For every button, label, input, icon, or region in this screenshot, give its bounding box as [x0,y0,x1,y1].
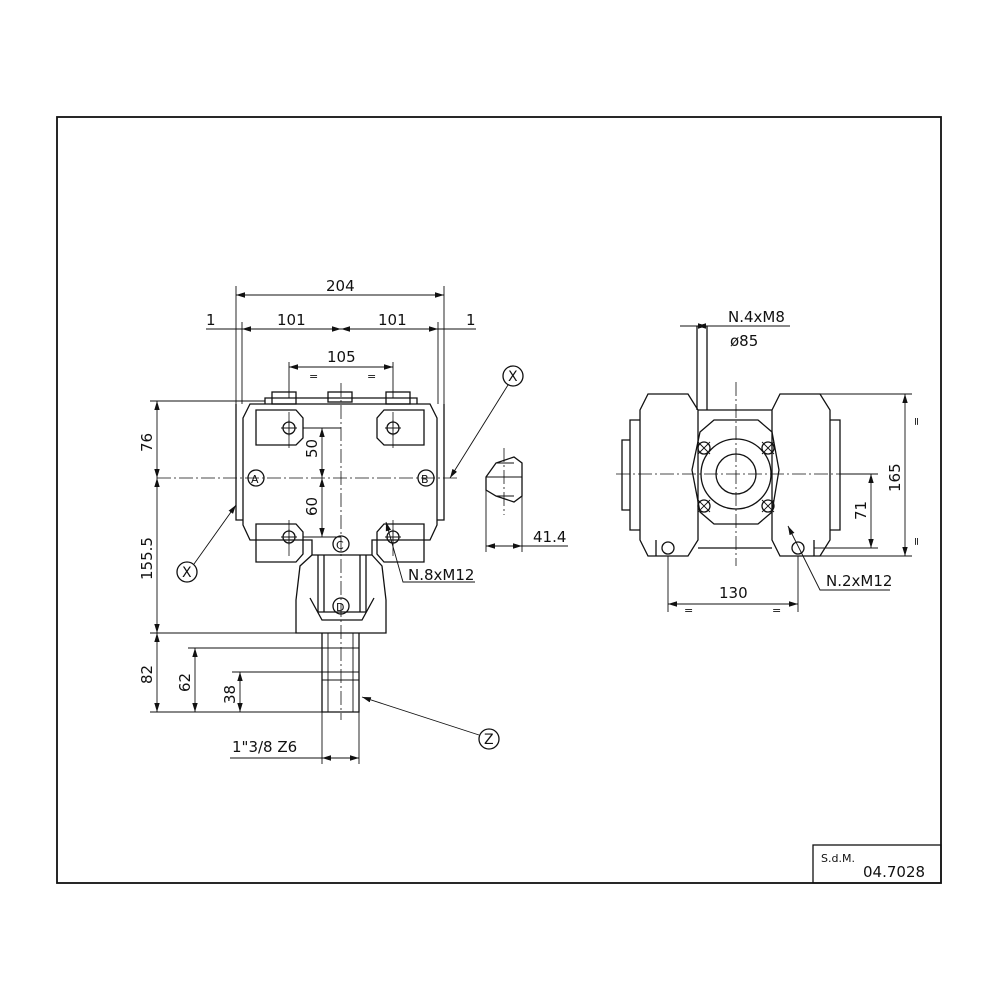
flange-diameter: ø85 [730,332,758,350]
dim-hole-upper: 50 [303,439,321,458]
equal-mark-left: = [309,370,318,383]
dim-shaft-38: 38 [221,685,239,704]
point-c-label: C [336,539,344,552]
drawing-number: 04.7028 [863,863,925,881]
equal-mark-right: = [367,370,376,383]
dim-shaft-62: 62 [176,673,194,692]
title-block: S.d.M. 04.7028 [812,844,942,884]
flange [691,419,780,525]
front-view: A B C D 204 101 101 1 1 105 = = 76 155.5 [138,277,568,764]
dim-upper-height: 76 [138,433,156,452]
dim-shaft-82: 82 [138,665,156,684]
drawing-border [56,116,942,884]
dim-hex-width: 41.4 [533,528,566,546]
side-equal-top: = [910,417,923,426]
dim-offset-left: 1 [206,311,216,329]
foot-holes-note: N.2xM12 [826,572,892,590]
dim-base-130: 130 [719,584,748,602]
flange-holes-note: N.4xM8 [728,308,785,326]
dim-overall-width: 204 [326,277,355,295]
dim-half-left: 101 [277,311,306,329]
callout-x-upper: X [508,369,518,385]
dim-offset-right: 1 [466,311,476,329]
dim-height-71: 71 [852,501,870,520]
dim-hole-lower: 60 [303,497,321,516]
dim-height-165: 165 [886,463,904,492]
callout-z: Z [484,732,494,748]
side-view: N.4xM8 ø85 165 = = 71 130 = = N.2xM12 [616,308,923,617]
point-a-label: A [251,473,259,486]
dim-half-right: 101 [378,311,407,329]
right-casing [771,393,831,557]
callout-x-lower: X [182,565,192,581]
point-b-label: B [421,473,429,486]
point-d-label: D [336,601,344,614]
output-shaft [321,633,360,713]
left-casing [639,393,699,557]
base-equal-left: = [684,604,693,617]
base-equal-right: = [772,604,781,617]
spline-note: 1"3/8 Z6 [232,738,297,756]
holes-note: N.8xM12 [408,566,474,584]
gearbox-housing [242,403,438,556]
side-equal-bottom: = [910,537,923,546]
dim-bolt-spacing: 105 [327,348,356,366]
rotation-label: S.d.M. [821,852,855,865]
dim-lower-height: 155.5 [138,537,156,580]
